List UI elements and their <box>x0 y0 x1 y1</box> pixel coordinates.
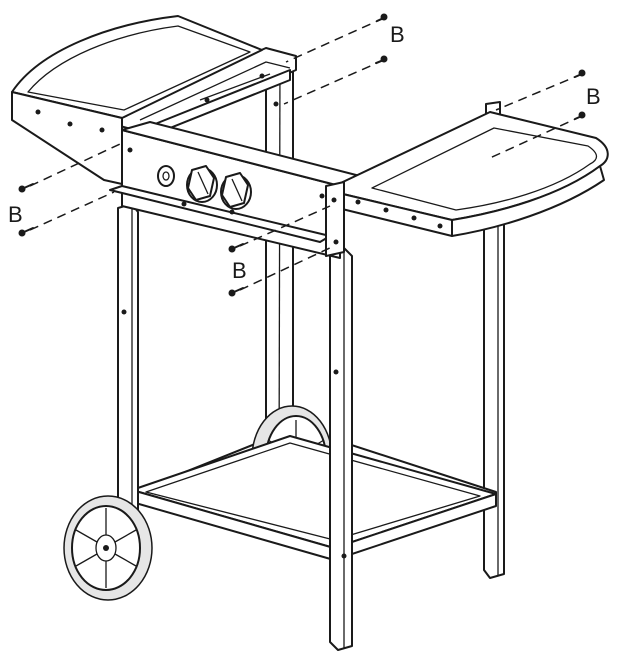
bolt-center-2 <box>228 245 335 297</box>
front-right-leg <box>329 247 353 651</box>
bottom-shelf <box>131 435 497 561</box>
label-b-center: B <box>232 258 247 283</box>
bolt-top-1 <box>285 13 388 63</box>
label-b-top: B <box>390 22 405 47</box>
bolt-right-1 <box>495 69 586 111</box>
label-b-right: B <box>586 84 601 109</box>
label-b-left: B <box>8 202 23 227</box>
front-left-leg <box>117 203 139 527</box>
control-panel <box>109 121 361 259</box>
bolt-center-1 <box>228 205 331 253</box>
front-wheel <box>63 495 153 601</box>
bolt-left-2 <box>18 191 115 237</box>
right-side-shelf <box>325 101 609 257</box>
bolt-top-2 <box>283 55 388 105</box>
bolt-right-2 <box>489 111 586 159</box>
left-side-shelf <box>11 15 263 185</box>
bolt-left-1 <box>18 143 121 193</box>
